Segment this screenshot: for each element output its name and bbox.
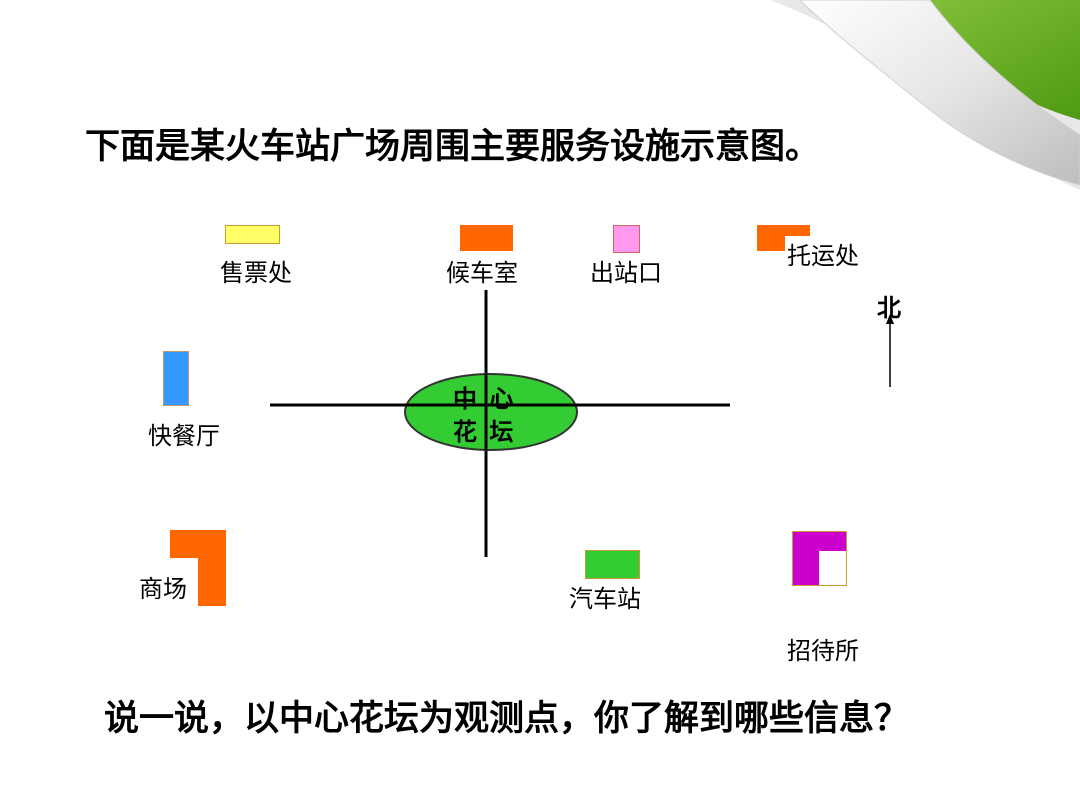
north-arrow-head [886, 314, 894, 324]
waiting-room-label: 候车室 [446, 259, 518, 287]
bus-station-marker [585, 550, 640, 579]
ticket-office-label: 售票处 [220, 259, 292, 287]
center-label-line2: 花 坛 [453, 418, 516, 446]
ticket-office-marker [225, 225, 280, 244]
question-text: 说一说，以中心花坛为观测点，你了解到哪些信息？ [104, 699, 910, 739]
guesthouse-marker [792, 531, 847, 586]
curl-fold [799, 0, 1080, 186]
exit-label: 出站口 [590, 259, 662, 287]
slide-title: 下面是某火车站广场周围主要服务设施示意图。 [85, 127, 821, 167]
fast-food-label: 快餐厅 [148, 422, 220, 450]
exit-marker [613, 225, 640, 253]
mall-label: 商场 [139, 569, 187, 604]
fast-food-marker [163, 351, 189, 406]
center-label-line1: 中 心 [453, 385, 516, 413]
consignment-label: 托运处 [785, 236, 861, 271]
waiting-room-marker [460, 225, 513, 251]
center-flowerbed [404, 373, 578, 451]
north-label: 北 [877, 294, 901, 322]
bus-station-label: 汽车站 [569, 585, 641, 613]
mall-marker [170, 530, 226, 606]
guesthouse-label: 招待所 [787, 637, 859, 665]
